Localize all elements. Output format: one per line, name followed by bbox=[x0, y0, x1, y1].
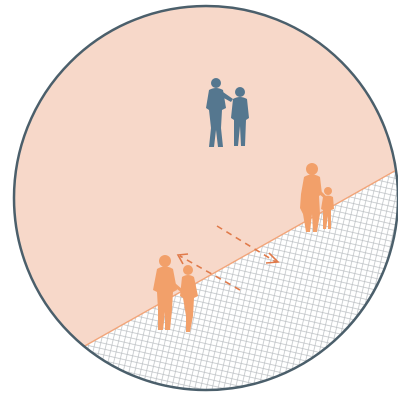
plaza-illustration bbox=[0, 0, 398, 394]
illustration-svg bbox=[0, 0, 398, 394]
